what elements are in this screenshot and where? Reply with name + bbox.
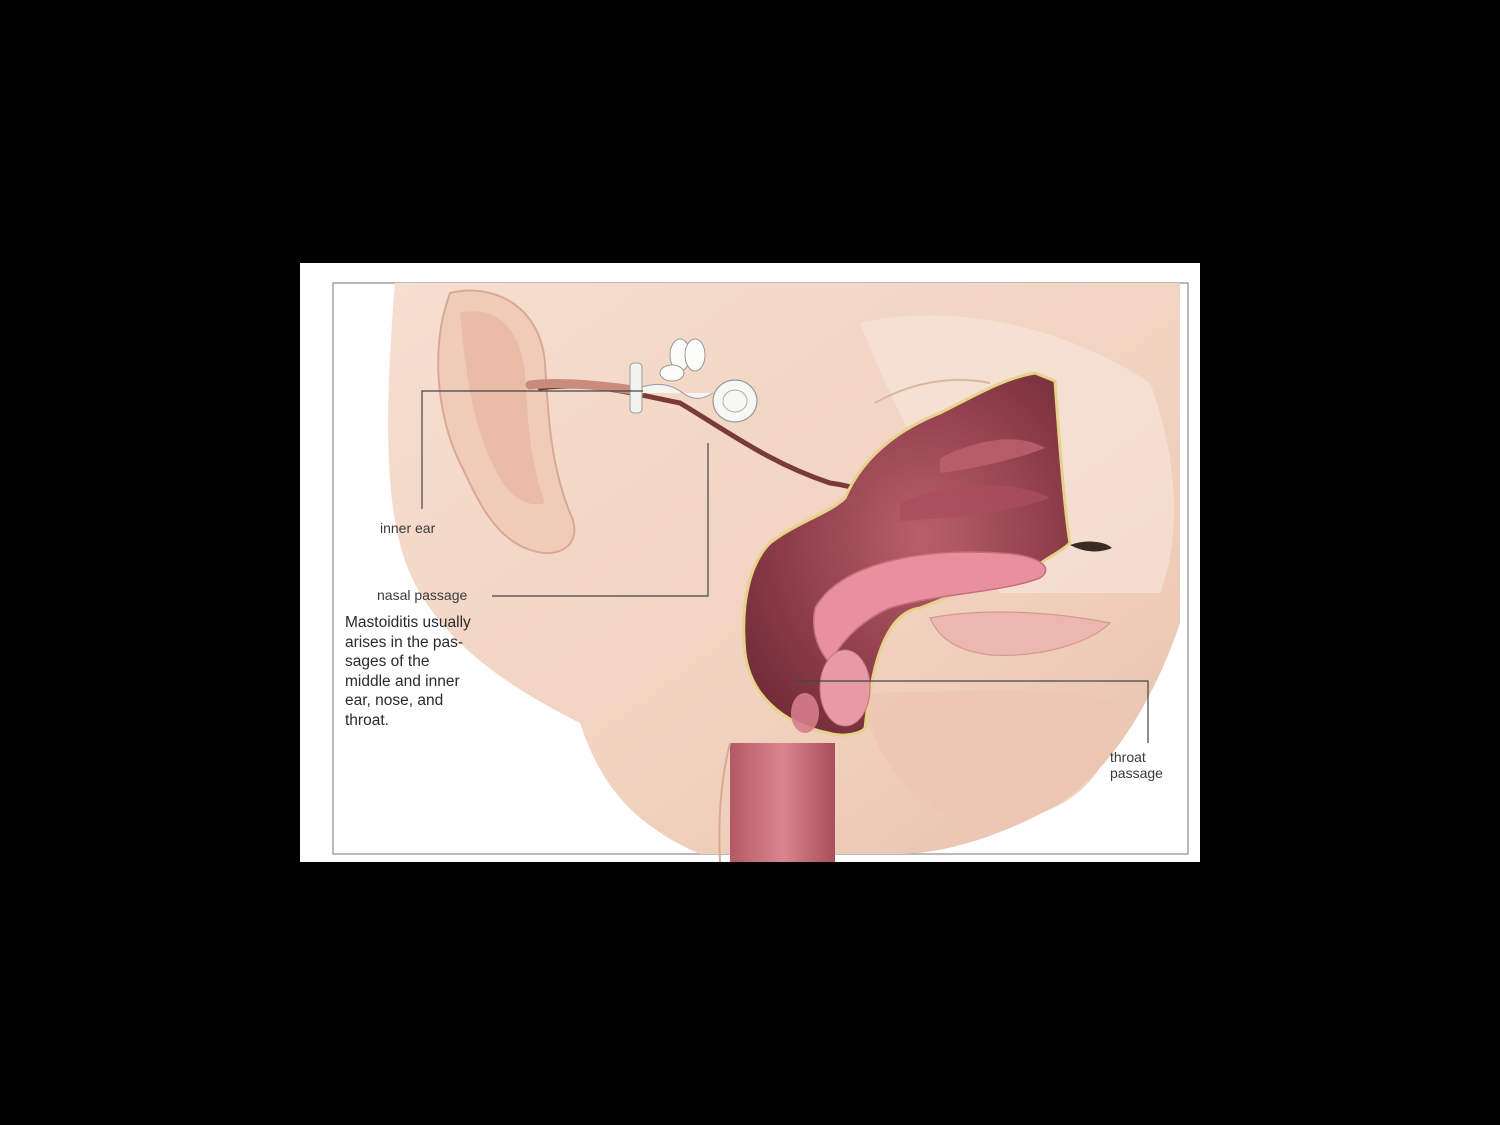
throat-passage-label: throat passage [1110, 749, 1163, 781]
anatomy-figure: inner ear nasal passage throat passage M… [300, 263, 1200, 862]
inner-ear-structure [629, 338, 758, 423]
chin-shading [860, 690, 1116, 824]
inner-ear-label: inner ear [380, 520, 436, 536]
eye-fold [874, 378, 991, 404]
lips [929, 611, 1112, 656]
nasal-turbinate [900, 485, 1050, 521]
head-illustration [332, 282, 1189, 862]
ear-canal [525, 378, 645, 396]
neck-outline [718, 742, 731, 862]
tonsil [819, 649, 871, 727]
ear-inner [460, 311, 545, 505]
nasal-passage-label: nasal passage [377, 587, 468, 603]
tonsil [791, 693, 819, 733]
throat-passage-leader [795, 680, 1149, 743]
throat-neck-cut [730, 743, 835, 862]
nasal-turbinate [940, 439, 1045, 473]
nostril [1070, 541, 1112, 552]
nasal-passage-leader [492, 443, 709, 597]
inner-ear-leader [421, 390, 643, 509]
figure-caption: Mastoiditis usually arises in the pas- s… [345, 614, 471, 729]
